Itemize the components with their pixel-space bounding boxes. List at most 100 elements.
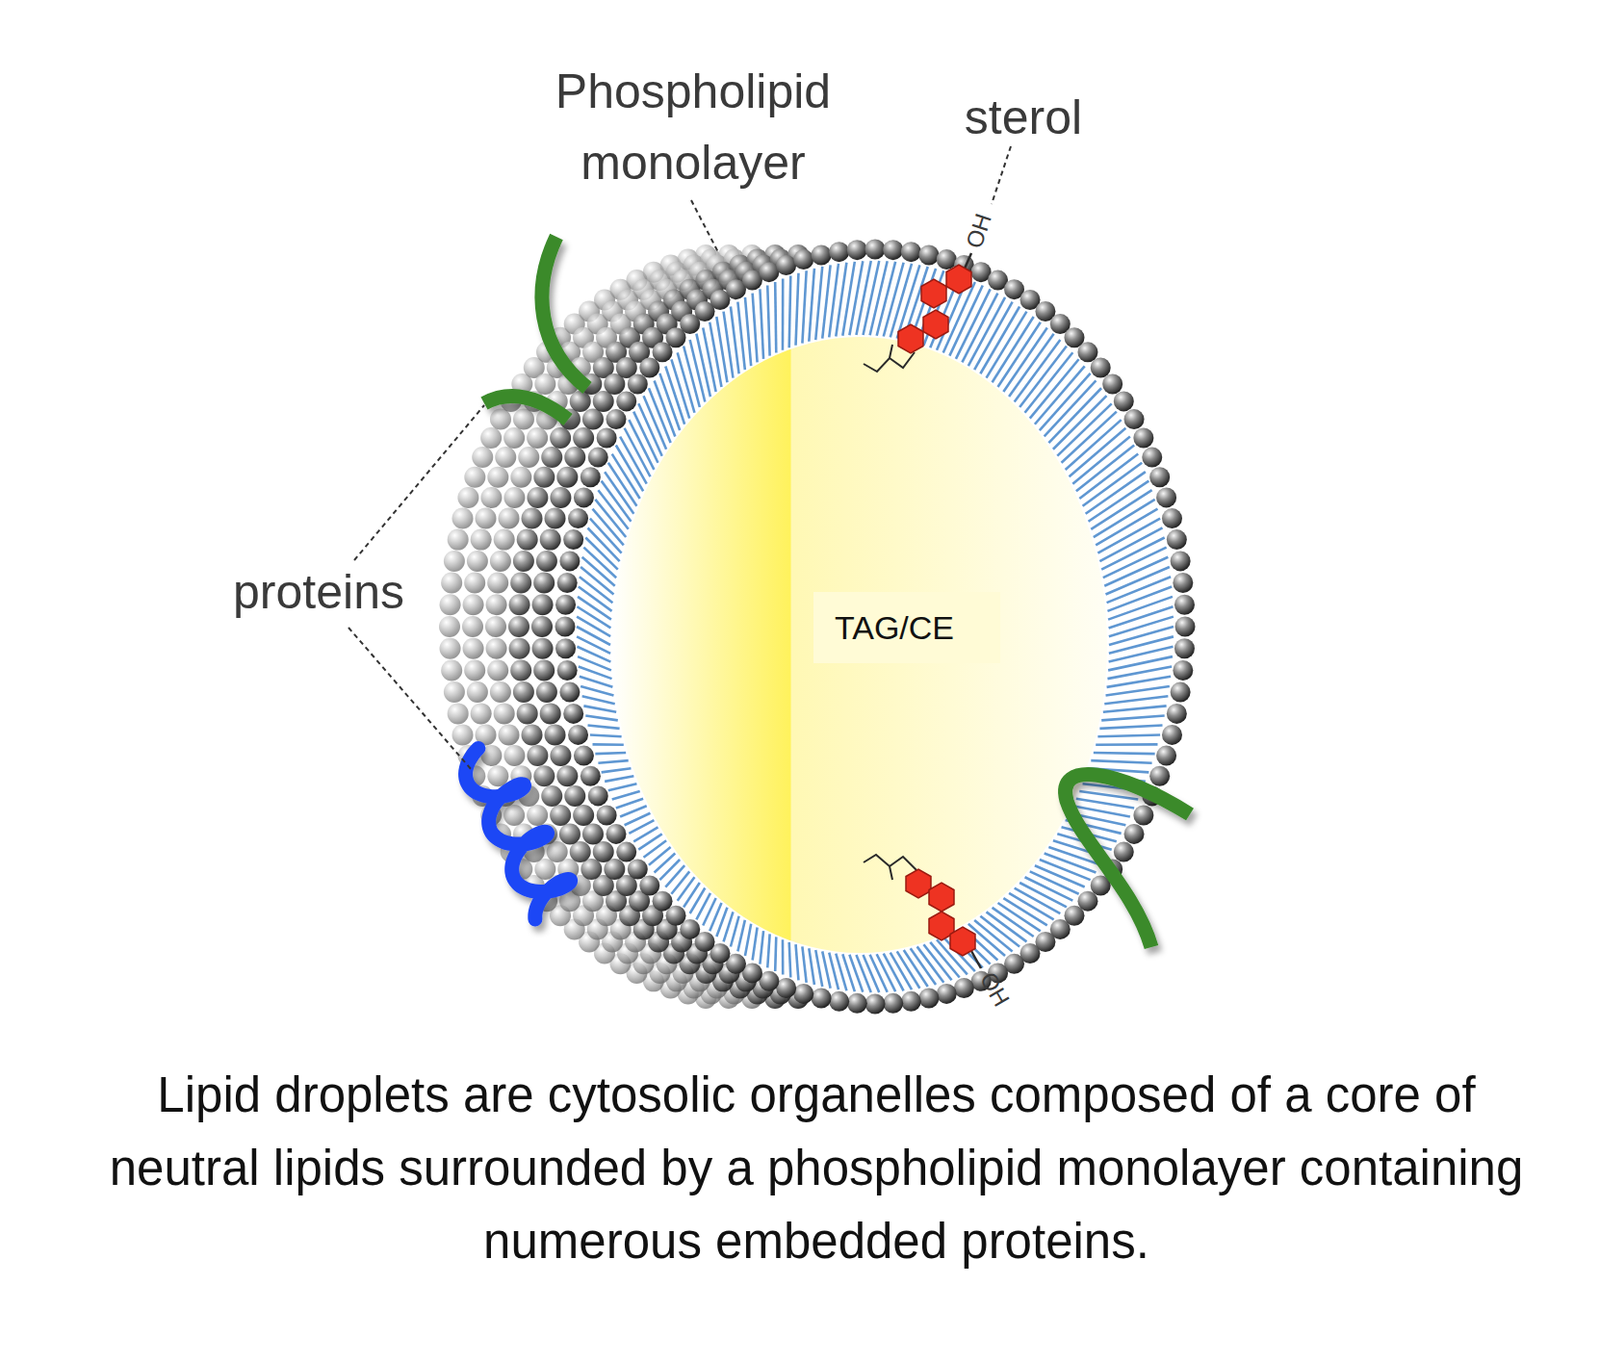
head-group xyxy=(443,681,465,703)
acyl-tail xyxy=(576,617,611,638)
head-group xyxy=(559,550,580,571)
head-group xyxy=(1161,508,1183,529)
head-group xyxy=(954,978,975,999)
acyl-tail xyxy=(815,266,823,340)
acyl-tail xyxy=(582,696,616,704)
head-group xyxy=(793,249,814,270)
head-group xyxy=(882,993,904,1014)
head-group xyxy=(531,616,553,638)
head-group xyxy=(1175,617,1196,638)
acyl-tail xyxy=(1083,463,1143,507)
head-group xyxy=(793,983,814,1005)
head-group xyxy=(901,241,922,262)
head-group xyxy=(490,409,512,431)
acyl-tail xyxy=(752,928,758,961)
acyl-tail xyxy=(576,646,611,663)
head-group xyxy=(569,841,592,863)
acyl-tail xyxy=(745,924,751,956)
acyl-tails xyxy=(576,260,1174,993)
head-group xyxy=(508,616,530,638)
head-group xyxy=(605,824,626,845)
head-group xyxy=(516,702,539,724)
head-group xyxy=(439,593,462,616)
acyl-tail xyxy=(1003,328,1047,392)
acyl-tail xyxy=(737,302,745,370)
acyl-tail xyxy=(585,715,618,721)
head-group xyxy=(517,446,540,468)
head-group xyxy=(466,550,489,572)
head-group xyxy=(536,681,558,703)
head-group xyxy=(1166,529,1188,550)
head-group xyxy=(509,638,531,660)
head-group xyxy=(464,466,486,489)
head-group xyxy=(557,660,578,681)
acyl-tail xyxy=(594,752,626,754)
head-group xyxy=(1156,746,1177,767)
head-groups-rim xyxy=(555,239,1196,1015)
acyl-tail xyxy=(1039,373,1091,431)
head-group xyxy=(901,991,922,1012)
head-group xyxy=(1124,409,1145,430)
head-group xyxy=(447,702,469,724)
acyl-tail xyxy=(849,954,863,993)
head-group xyxy=(447,529,469,551)
acyl-tail xyxy=(774,282,776,354)
head-group xyxy=(549,745,571,767)
acyl-tail xyxy=(616,799,644,809)
green-protein xyxy=(484,396,568,420)
head-group xyxy=(828,991,850,1012)
head-group xyxy=(493,529,516,551)
head-group xyxy=(439,638,462,660)
acyl-tail xyxy=(1109,636,1174,653)
head-group xyxy=(936,983,957,1005)
head-group xyxy=(440,571,463,594)
acyl-tail xyxy=(863,260,880,336)
head-group xyxy=(775,255,797,276)
green-protein xyxy=(1065,774,1190,948)
head-group xyxy=(573,487,594,508)
head-group xyxy=(1170,682,1191,703)
head-group xyxy=(532,593,554,616)
head-group xyxy=(573,746,594,767)
head-group xyxy=(567,508,589,529)
head-group xyxy=(1090,357,1111,378)
head-group xyxy=(582,823,604,845)
head-group xyxy=(487,660,509,682)
head-group xyxy=(918,988,939,1009)
acyl-tail xyxy=(949,285,982,357)
head-group xyxy=(452,508,474,530)
leader-line xyxy=(348,627,472,771)
head-group xyxy=(828,241,850,262)
head-group xyxy=(1170,550,1191,571)
head-group xyxy=(563,703,584,724)
acyl-tail xyxy=(690,888,706,914)
acyl-tail xyxy=(767,933,770,968)
acyl-tail xyxy=(759,930,764,965)
sterol-ring xyxy=(898,324,924,354)
acyl-tail xyxy=(1103,705,1167,712)
sterol-ring xyxy=(923,309,949,339)
acyl-tail xyxy=(759,288,764,360)
green-protein xyxy=(541,236,588,388)
leader-line xyxy=(354,405,485,561)
acyl-tail xyxy=(789,942,792,979)
head-group xyxy=(616,390,637,412)
head-group xyxy=(503,487,525,509)
head-group xyxy=(526,427,548,449)
head-group xyxy=(1113,390,1135,412)
acyl-tail xyxy=(1109,626,1174,646)
acyl-tail xyxy=(737,920,745,952)
acyl-tail xyxy=(863,954,880,993)
acyl-tail xyxy=(1090,760,1152,764)
acyl-tail xyxy=(1025,352,1074,413)
core-label-box: TAG/CE xyxy=(813,592,1001,664)
acyl-tail xyxy=(801,270,806,343)
head-group xyxy=(639,876,660,897)
acyl-tail xyxy=(654,853,676,874)
head-group xyxy=(438,616,461,638)
head-group xyxy=(549,427,571,449)
head-group xyxy=(480,427,502,449)
head-group xyxy=(1174,594,1195,616)
head-group xyxy=(555,638,576,659)
leader-line xyxy=(991,146,1011,205)
